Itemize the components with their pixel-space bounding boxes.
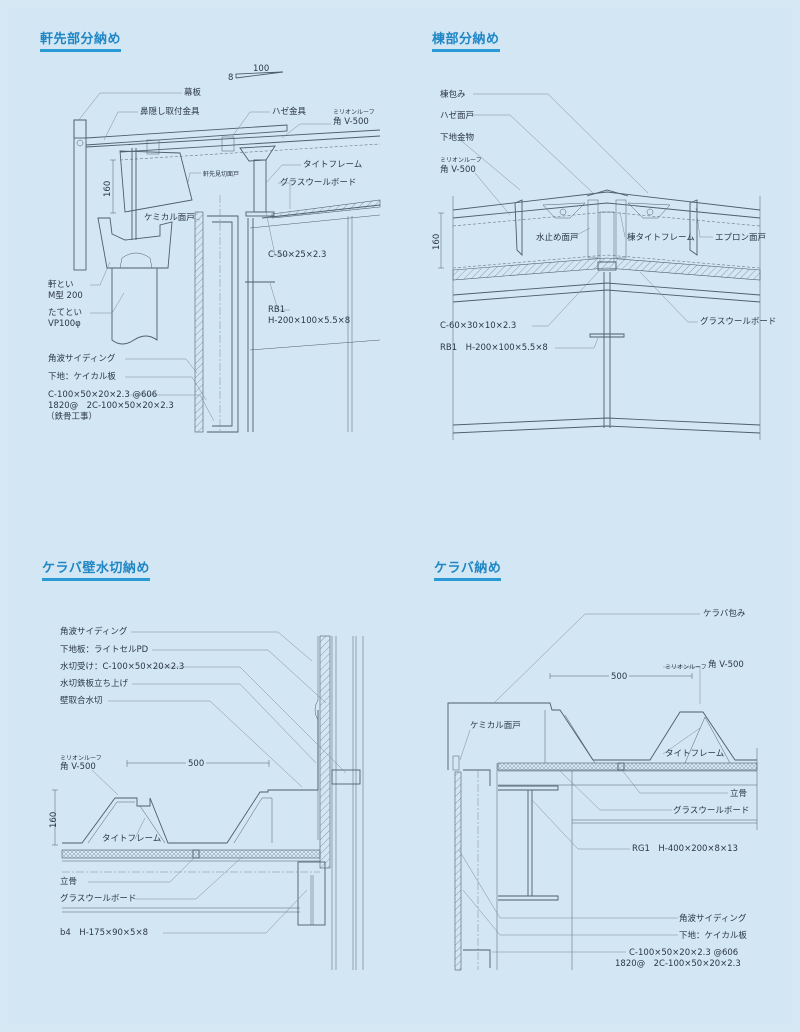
label-base-hardware: 下地金物	[440, 133, 475, 143]
label-ridge-cap: 棟包み	[440, 90, 466, 100]
label-gutter-size: M型 200	[48, 291, 83, 301]
label-roof-brand: ミリオンルーフ	[665, 664, 707, 671]
label-roof-brand: ミリオンルーフ	[333, 109, 375, 116]
label-substrate: 下地板：ライトセルPD	[60, 645, 149, 655]
label-roof-model: 角 V-500	[333, 117, 369, 127]
label-glass-wool: グラスウールボード	[280, 178, 357, 188]
label-tight-frame: タイトフレーム	[102, 834, 162, 844]
label-purlin: C-60×30×10×2.3	[440, 321, 517, 331]
dim-160: 160	[49, 811, 59, 828]
label-eave-closure: 軒先見切面戸	[203, 171, 240, 178]
label-ridge-tight-frame: 棟タイトフレーム	[627, 233, 695, 243]
label-glass-wool: グラスウールボード	[700, 317, 777, 327]
label-beam-size: H-200×100×5.5×8	[268, 316, 351, 326]
label-stud-note: （鉄骨工事）	[46, 412, 98, 422]
verge-title: ケラバ納め	[434, 557, 502, 581]
label-fascia: 幕板	[184, 88, 202, 98]
verge-wall-drawing	[52, 631, 364, 970]
verge-drawing	[447, 613, 758, 971]
label-flashing-support: 水切受け：C-100×50×20×2.3	[60, 662, 185, 672]
label-flashing-upstand: 水切鉄板立ち上げ	[60, 679, 129, 689]
label-apron-closure: エプロン面戸	[715, 233, 767, 243]
label-tight-frame: タイトフレーム	[303, 160, 363, 170]
label-tight-frame: タイトフレーム	[665, 749, 725, 759]
ridge-drawing	[438, 93, 761, 440]
label-downpipe: たてとい	[48, 308, 83, 318]
label-siding: 角波サイディング	[60, 627, 128, 637]
label-stud: 立骨	[730, 789, 748, 799]
label-purlin: C-50×25×2.3	[268, 250, 327, 260]
eaves-drawing	[73, 71, 381, 433]
label-beam: b4 H-175×90×5×8	[60, 928, 148, 938]
label-stud-2: 1820@ 2C-100×50×20×2.3	[48, 401, 174, 411]
label-beam-name: RB1	[268, 305, 286, 315]
label-siding: 角波サイディング	[679, 914, 747, 924]
dim-160: 160	[103, 180, 113, 197]
label-glass-wool: グラスウールボード	[60, 894, 137, 904]
label-seam-clip: ハゼ金具	[272, 107, 307, 117]
label-wall-flashing: 壁取合水切	[60, 696, 103, 706]
label-stud: 立骨	[60, 877, 78, 887]
dim-500: 500	[609, 672, 630, 682]
label-gutter: 軒とい	[48, 280, 74, 290]
label-roof-model: 角 V-500	[60, 762, 96, 772]
label-roof-brand: ミリオンルーフ	[60, 755, 102, 762]
label-fascia-bracket: 鼻隠し取付金具	[140, 107, 200, 117]
label-stud-1: C-100×50×20×2.3 @606	[48, 390, 158, 400]
label-roof-model: 角 V-500	[708, 660, 744, 670]
label-downpipe-size: VP100φ	[48, 319, 81, 329]
label-siding: 角波サイディング	[48, 354, 116, 364]
dim-500: 500	[186, 759, 207, 769]
ridge-title: 棟部分納め	[432, 28, 500, 52]
label-verge-cap: ケラバ包み	[703, 609, 746, 619]
label-girder: RG1 H-400×200×8×13	[632, 844, 738, 854]
label-seam-closure: ハゼ面戸	[440, 111, 475, 121]
dim-160: 160	[432, 233, 442, 250]
slope-rise: 8	[228, 73, 234, 83]
label-roof-brand: ミリオンルーフ	[440, 157, 482, 164]
label-glass-wool: グラスウールボード	[673, 806, 750, 816]
label-chemical-closure: ケミカル面戸	[470, 721, 521, 731]
label-stud-1: C-100×50×20×2.3 @606	[629, 948, 739, 958]
label-substrate: 下地：ケイカル板	[679, 931, 747, 941]
label-stud-2: 1820@ 2C-100×50×20×2.3	[615, 959, 741, 969]
label-chemical-closure: ケミカル面戸	[144, 213, 195, 223]
label-water-stop: 水止め面戸	[536, 233, 579, 243]
verge-wall-title: ケラバ壁水切納め	[42, 557, 150, 581]
eaves-title: 軒先部分納め	[40, 28, 122, 52]
label-beam: RB1 H-200×100×5.5×8	[440, 343, 548, 353]
slope-run: 100	[253, 64, 270, 74]
label-roof-model: 角 V-500	[440, 165, 476, 175]
label-substrate: 下地：ケイカル板	[48, 372, 116, 382]
